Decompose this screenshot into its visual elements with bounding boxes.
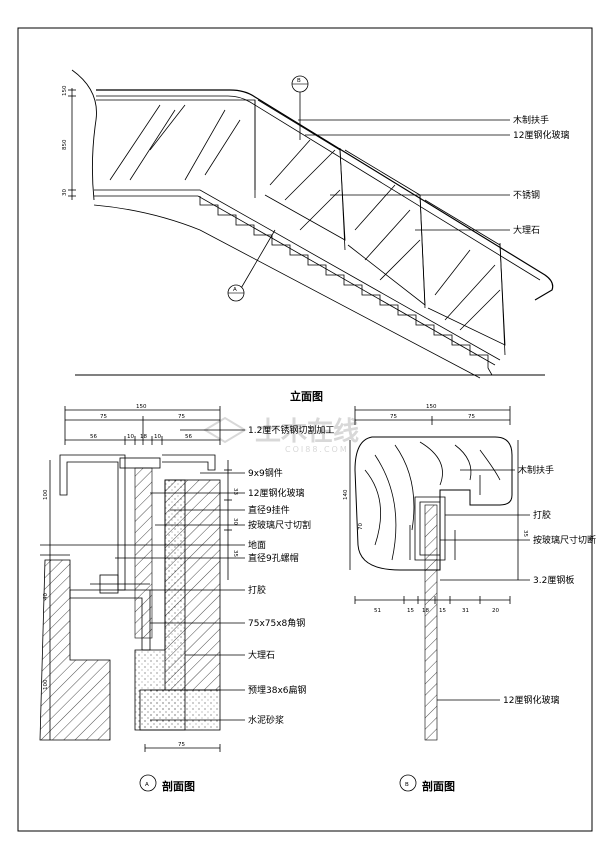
a-label-7: 打胶 [248,584,266,596]
section-b-dims: 150 75 75 140 70 35 51 15 18 15 31 20 [343,404,528,614]
a-label-0: 1.2厘不锈钢切割加工 [248,424,334,436]
svg-text:150: 150 [136,404,147,410]
svg-text:100: 100 [43,679,49,690]
a-label-6: 直径9孔螺帽 [248,552,299,564]
marker-a-elevation: A [227,284,245,302]
elev-label-handrail: 木制扶手 [513,114,549,126]
marker-b-elevation: B [291,75,309,93]
svg-text:10: 10 [127,434,134,440]
elevation-view [68,69,554,379]
a-label-11: 水泥砂浆 [248,714,284,726]
svg-text:150: 150 [426,404,437,410]
svg-text:75: 75 [178,742,185,748]
a-label-8: 75x75x8角钢 [248,617,305,629]
svg-text:30: 30 [232,518,238,525]
svg-text:35: 35 [232,550,238,557]
section-a-view [39,406,245,752]
svg-text:33: 33 [232,488,238,495]
elev-label-marble: 大理石 [513,224,540,236]
svg-text:A: A [233,287,237,293]
svg-text:剖面图: 剖面图 [162,779,195,793]
section-a-title: A 剖面图 [139,774,195,793]
svg-text:35: 35 [522,530,528,537]
a-label-10: 预埋38x6扁钢 [248,684,307,696]
elev-dim-3: 30 [62,189,68,196]
svg-text:15: 15 [439,608,446,614]
svg-text:75: 75 [100,414,107,420]
svg-text:剖面图: 剖面图 [422,779,455,793]
svg-text:75: 75 [390,414,397,420]
svg-text:18: 18 [140,434,147,440]
section-b-title: B 剖面图 [399,774,455,793]
svg-text:20: 20 [492,608,499,614]
svg-text:56: 56 [185,434,192,440]
svg-text:B: B [297,78,301,84]
elev-label-glass: 12厘钢化玻璃 [513,129,569,141]
svg-text:COI88.COM: COI88.COM [285,445,349,454]
elevation-dims: 150 850 30 [62,85,68,196]
section-a-dims: 150 75 75 56 10 18 10 56 75 33 30 35 100… [43,404,238,748]
svg-text:75: 75 [468,414,475,420]
section-b-view [349,406,530,741]
svg-text:75: 75 [178,414,185,420]
svg-text:15: 15 [407,608,414,614]
svg-text:土木在线: 土木在线 [255,417,359,447]
svg-text:A: A [145,782,149,788]
a-label-2: 12厘钢化玻璃 [248,487,304,499]
svg-text:10: 10 [154,434,161,440]
b-label-1: 打胶 [533,509,551,521]
section-a-callouts: 1.2厘不锈钢切割加工 9x9钢件 12厘钢化玻璃 直径9挂件 按玻璃尺寸切割 … [248,424,334,726]
elevation-title: 立面图 [290,389,323,403]
svg-text:18: 18 [422,608,429,614]
svg-text:56: 56 [90,434,97,440]
b-label-0: 木制扶手 [518,464,554,476]
svg-text:B: B [405,782,409,788]
elev-dim-2: 850 [62,139,68,150]
section-b-callouts: 木制扶手 打胶 按玻璃尺寸切断 3.2厘钢板 12厘钢化玻璃 [503,464,596,706]
a-label-4: 按玻璃尺寸切割 [248,519,311,531]
a-label-1: 9x9钢件 [248,467,283,479]
a-label-5: 地面 [248,539,266,551]
elev-dim-1: 150 [62,85,68,96]
a-label-3: 直径9挂件 [248,504,290,516]
elev-label-steel: 不锈钢 [513,189,540,201]
b-label-2: 按玻璃尺寸切断 [533,534,596,546]
b-label-3: 3.2厘钢板 [533,574,574,586]
a-label-9: 大理石 [248,649,275,661]
svg-text:31: 31 [462,608,469,614]
b-label-4: 12厘钢化玻璃 [503,694,559,706]
svg-text:51: 51 [374,608,381,614]
svg-text:140: 140 [343,489,349,500]
svg-text:40: 40 [43,593,49,600]
svg-text:100: 100 [43,489,49,500]
svg-text:70: 70 [358,523,364,530]
sheet-border [17,27,593,832]
